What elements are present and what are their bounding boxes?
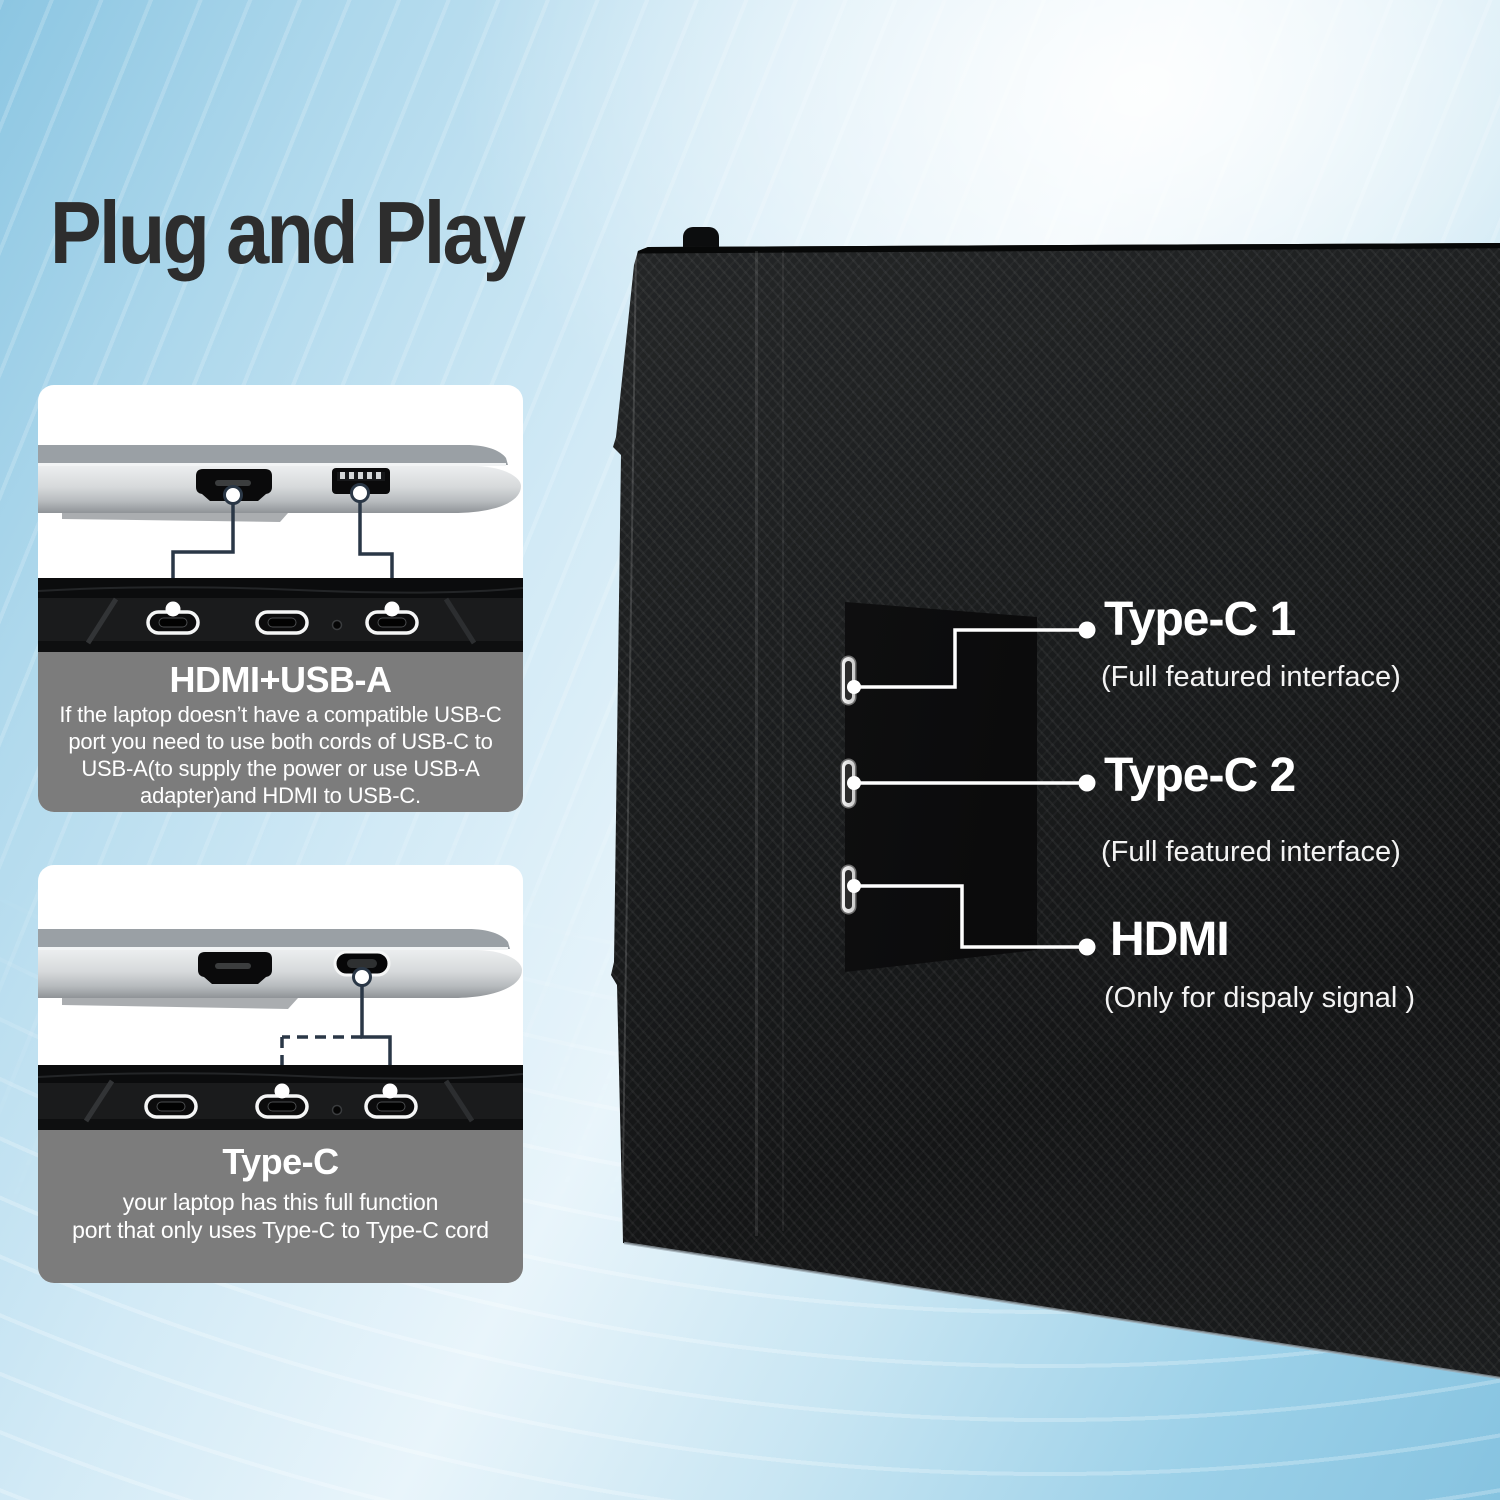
hdmi-port-icon: [198, 952, 272, 984]
monitor-hdmi-port-icon: [842, 866, 855, 913]
inset-heading: HDMI+USB-A: [169, 659, 392, 700]
inset-caption: Type-C your laptop has this full functio…: [38, 1130, 523, 1283]
monitor-type-c-2-port-icon: [842, 760, 855, 807]
label-type-c-2: Type-C 2: [1104, 749, 1296, 802]
port-slots: [158, 617, 407, 628]
inset2-callout-lines: [280, 985, 392, 1083]
recessed-port-panel: [845, 602, 1037, 972]
dashed-callout-line: [280, 1035, 362, 1077]
hdmi-port-icon: [196, 469, 272, 501]
callout-dot: [384, 601, 400, 617]
laptop-photo: [38, 445, 521, 522]
inset-type-c: Type-C your laptop has this full functio…: [38, 865, 523, 1283]
inset-body-text: If the laptop doesn’t have a compatible …: [59, 702, 502, 808]
usb-a-port-icon: [332, 468, 390, 494]
monitor-power-button: [683, 227, 719, 249]
inset-heading: Type-C: [222, 1141, 339, 1182]
inset-caption: HDMI+USB-A If the laptop doesn’t have a …: [38, 652, 523, 812]
label-hdmi: HDMI: [1110, 913, 1230, 966]
callout-dot: [165, 601, 181, 617]
page-title: Plug and Play: [50, 183, 526, 282]
laptop-type-c-photo: [38, 929, 523, 1130]
portable-monitor-back: [611, 243, 1500, 1378]
port-slots: [156, 1101, 406, 1112]
monitor-edge-strip: [38, 578, 523, 652]
callout-dot: [382, 1083, 398, 1099]
label-hdmi-desc: (Only for dispaly signal ): [1104, 982, 1416, 1014]
callout-dot: [274, 1083, 290, 1099]
monitor-type-c-1-port-icon: [842, 657, 855, 704]
reset-hole-icon: [331, 1104, 343, 1116]
inset-body-text: your laptop has this full function port …: [72, 1189, 489, 1244]
kickstand-seam-line: [755, 251, 758, 1236]
callout-dot: [223, 485, 243, 505]
label-type-c-1-desc: (Full featured interface): [1101, 661, 1401, 693]
usb-c-port-icon: [333, 950, 391, 977]
label-type-c-2-desc: (Full featured interface): [1101, 836, 1401, 868]
reset-hole-icon: [331, 619, 343, 631]
callout-dot: [352, 967, 372, 987]
laptop-photo: [38, 929, 522, 1009]
label-type-c-1: Type-C 1: [1104, 593, 1296, 646]
callout-dot: [350, 483, 370, 503]
monitor-edge-strip: [38, 1065, 523, 1130]
kickstand-seam-line: [782, 251, 784, 1231]
laptop-hdmi-usb-a-photo: [38, 445, 523, 652]
inset-hdmi-usb-a: HDMI+USB-A If the laptop doesn’t have a …: [38, 385, 523, 812]
